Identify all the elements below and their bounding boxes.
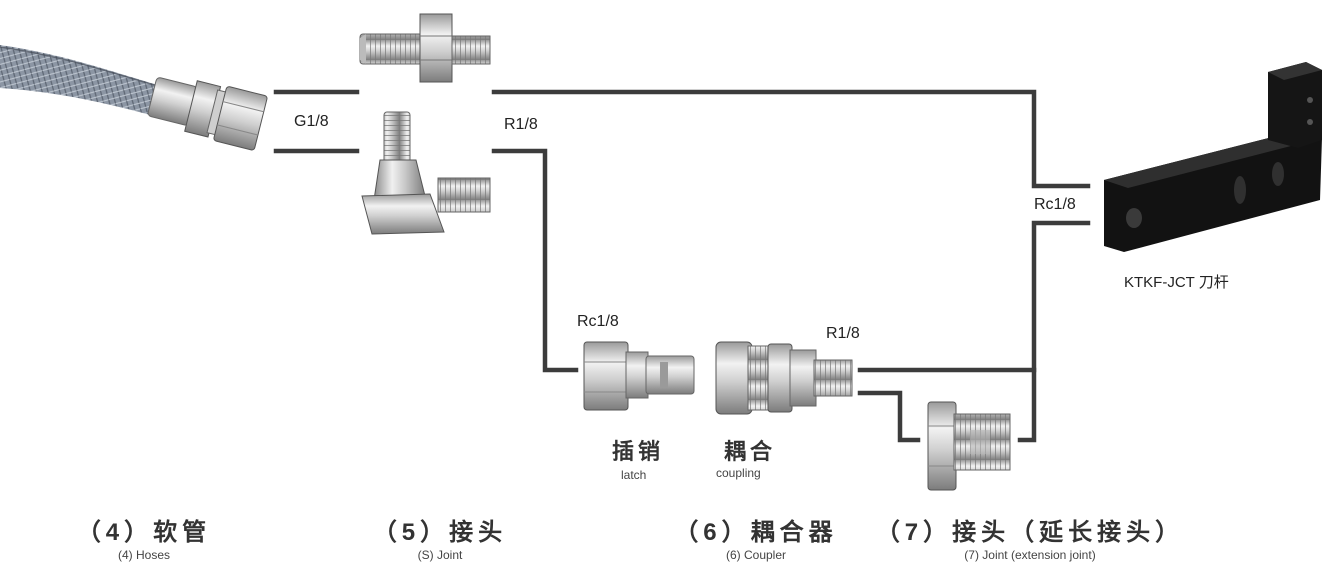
- connection-lines: [273, 89, 1091, 443]
- tool-lower-branch: [1017, 220, 1091, 443]
- elbow-joint-image: [361, 111, 491, 235]
- latch-en-label: latch: [621, 468, 647, 482]
- label-rc1-8-latch: Rc1/8: [577, 313, 619, 330]
- caption-joint-cn: （5）接头: [372, 519, 508, 546]
- label-r1-8-coupler: R1/8: [826, 325, 860, 342]
- label-tool-holder: KTKF-JCT 刀杆: [1124, 274, 1229, 291]
- coupler-to-extension: [857, 390, 921, 443]
- coupling-cn-label: 耦合: [724, 439, 777, 464]
- label-rc1-8-tool: Rc1/8: [1034, 196, 1076, 213]
- coupler-image: [715, 341, 853, 415]
- caption-coupler-en: (6) Coupler: [725, 548, 787, 562]
- hose-image: [0, 45, 268, 151]
- label-g1-8: G1/8: [294, 113, 329, 130]
- straight-joint-image: [359, 13, 491, 83]
- label-r1-8-joint: R1/8: [504, 116, 538, 133]
- joint-to-tool-upper: [491, 89, 1091, 189]
- caption-hoses-cn: （4）软管: [76, 519, 212, 546]
- joint-to-coupler: [491, 148, 579, 373]
- caption-extension-joint-en: (7) Joint (extension joint): [964, 548, 1096, 562]
- caption-hoses: （4）软管 (4) Hoses: [14, 512, 274, 562]
- caption-coupler: （6）耦合器 (6) Coupler: [626, 512, 886, 562]
- caption-hoses-en: (4) Hoses: [117, 548, 170, 562]
- caption-extension-joint: （7）接头（延长接头） (7) Joint (extension joint): [860, 512, 1200, 562]
- caption-extension-joint-cn: （7）接头（延长接头）: [875, 519, 1185, 546]
- latch-image: [583, 341, 695, 411]
- latch-cn-label: 插销: [612, 439, 665, 464]
- tool-holder-image: [1104, 62, 1322, 252]
- extension-joint-image: [927, 401, 1011, 491]
- coupling-en-label: coupling: [716, 466, 761, 480]
- caption-coupler-cn: （6）耦合器: [674, 519, 838, 546]
- caption-joint: （5）接头 (S) Joint: [310, 512, 570, 562]
- caption-joint-en: (S) Joint: [417, 548, 463, 562]
